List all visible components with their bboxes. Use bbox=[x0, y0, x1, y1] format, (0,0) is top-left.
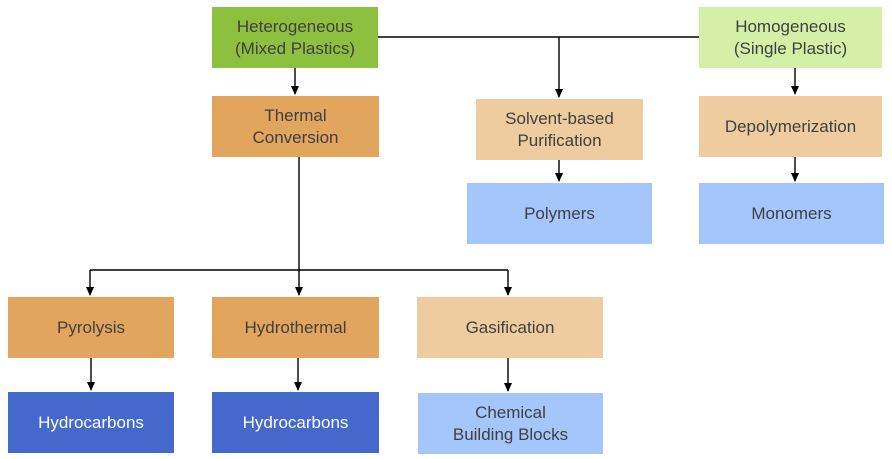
node-pyrolysis: Pyrolysis bbox=[8, 297, 174, 358]
node-homogeneous: Homogeneous (Single Plastic) bbox=[699, 7, 882, 68]
node-heterogeneous: Heterogeneous (Mixed Plastics) bbox=[212, 7, 378, 68]
node-hydrothermal-label: Hydrothermal bbox=[244, 317, 347, 337]
node-gasification-label: Gasification bbox=[465, 317, 555, 337]
node-solvent-purification: Solvent-based Purification bbox=[476, 99, 643, 160]
node-homogeneous-line1: Homogeneous bbox=[735, 16, 846, 36]
node-heterogeneous-line1: Heterogeneous bbox=[236, 16, 354, 36]
node-homogeneous-line2: (Single Plastic) bbox=[733, 38, 848, 58]
node-monomers: Monomers bbox=[699, 183, 884, 244]
node-chemical-building-blocks-line1: Chemical bbox=[475, 402, 546, 422]
node-thermal-conversion: Thermal Conversion bbox=[212, 96, 379, 157]
node-depolymerization-label: Depolymerization bbox=[724, 116, 857, 136]
node-chemical-building-blocks-line2: Building Blocks bbox=[452, 424, 569, 444]
node-heterogeneous-line2: (Mixed Plastics) bbox=[235, 38, 355, 58]
node-gasification: Gasification bbox=[417, 297, 603, 358]
node-hydrocarbons-hydrothermal: Hydrocarbons bbox=[212, 392, 379, 453]
node-thermal-conversion-line2: Conversion bbox=[252, 127, 339, 147]
node-polymers: Polymers bbox=[467, 183, 652, 244]
node-hydrocarbons-pyrolysis-label: Hydrocarbons bbox=[38, 412, 144, 432]
node-monomers-label: Monomers bbox=[751, 203, 832, 223]
node-hydrocarbons-hydrothermal-label: Hydrocarbons bbox=[242, 412, 349, 432]
node-thermal-conversion-line1: Thermal bbox=[264, 105, 327, 125]
node-depolymerization: Depolymerization bbox=[699, 96, 882, 157]
node-hydrothermal: Hydrothermal bbox=[212, 297, 379, 358]
node-solvent-purification-line1: Solvent-based bbox=[505, 108, 614, 128]
node-chemical-building-blocks: Chemical Building Blocks bbox=[418, 393, 603, 454]
node-solvent-purification-line2: Purification bbox=[517, 130, 602, 150]
node-pyrolysis-label: Pyrolysis bbox=[56, 317, 125, 337]
node-polymers-label: Polymers bbox=[524, 203, 595, 223]
node-hydrocarbons-pyrolysis: Hydrocarbons bbox=[8, 392, 174, 453]
